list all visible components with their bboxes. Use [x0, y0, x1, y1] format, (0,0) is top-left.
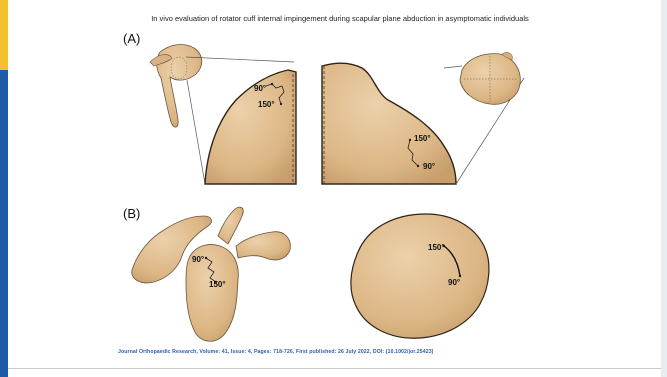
citation: Journal Orthopaedic Research, Volume: 41… [118, 349, 538, 355]
panel-b-humerus: 150° 90° [351, 214, 489, 338]
panel-a-scapula-thumbnail [150, 45, 202, 128]
panel-a-humerus-enlarged: 150° 90° [322, 63, 456, 184]
panel-a-humerus-thumbnail [460, 52, 520, 104]
angle-label: 90° [448, 278, 460, 287]
angle-label: 90° [254, 84, 266, 93]
angle-label: 150° [414, 134, 431, 143]
angle-label: 150° [258, 100, 275, 109]
angle-label: 90° [192, 255, 204, 264]
angle-label: 150° [428, 243, 445, 252]
panel-a-glenoid-enlarged: 90° 150° [205, 70, 296, 184]
angle-label: 90° [423, 162, 435, 171]
panel-b-scapula: 90° 150° [132, 207, 291, 341]
angle-label: 150° [209, 280, 226, 289]
